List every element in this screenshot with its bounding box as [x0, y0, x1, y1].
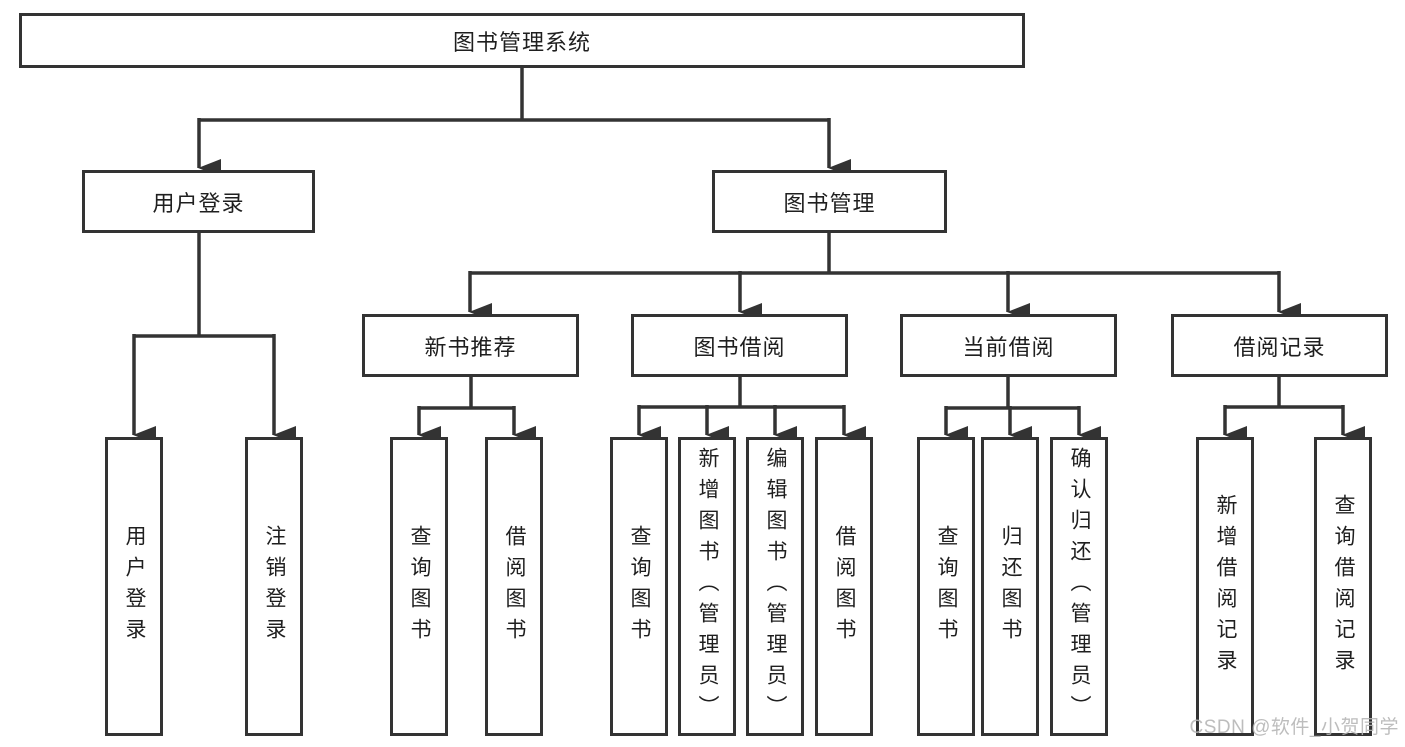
leaf-label: 用户登录	[123, 524, 146, 649]
node-book-management: 图书管理	[712, 170, 947, 233]
leaf-bb-edit-books-admin: 编辑图书（管理员）	[746, 437, 804, 736]
leaf-label: 借阅图书	[503, 524, 526, 649]
node-label: 用户登录	[152, 190, 245, 216]
leaf-label: 注销登录	[263, 524, 286, 649]
leaf-nbr-borrow-books: 借阅图书	[485, 437, 543, 736]
node-borrow-records: 借阅记录	[1171, 314, 1388, 377]
leaf-nbr-query-books: 查询图书	[390, 437, 448, 736]
node-new-book-recommend: 新书推荐	[362, 314, 579, 377]
node-root-system: 图书管理系统	[19, 13, 1025, 68]
leaf-br-add-borrow-record: 新增借阅记录	[1196, 437, 1254, 736]
leaf-bb-add-books-admin: 新增图书（管理员）	[678, 437, 736, 736]
leaf-bb-borrow-books: 借阅图书	[815, 437, 873, 736]
leaf-br-query-borrow-record: 查询借阅记录	[1314, 437, 1372, 736]
node-label: 新书推荐	[424, 334, 517, 360]
leaf-cb-return-books: 归还图书	[981, 437, 1039, 736]
watermark: CSDN @软件_小贺同学	[1189, 717, 1399, 738]
leaf-logout: 注销登录	[245, 437, 303, 736]
leaf-label: 归还图书	[999, 524, 1022, 649]
node-label: 当前借阅	[962, 334, 1055, 360]
leaf-label: 确认归还（管理员）	[1068, 447, 1091, 726]
node-label: 图书管理	[783, 190, 876, 216]
node-label: 借阅记录	[1233, 334, 1326, 360]
leaf-user-login: 用户登录	[105, 437, 163, 736]
leaf-label: 编辑图书（管理员）	[764, 447, 787, 726]
node-current-borrow: 当前借阅	[900, 314, 1117, 377]
node-book-borrow: 图书借阅	[631, 314, 848, 377]
leaf-label: 查询图书	[408, 524, 431, 649]
node-user-login: 用户登录	[82, 170, 315, 233]
leaf-label: 新增借阅记录	[1214, 493, 1237, 680]
node-label: 图书管理系统	[452, 29, 591, 55]
node-label: 图书借阅	[693, 334, 786, 360]
leaf-label: 查询图书	[628, 524, 651, 649]
leaf-cb-query-books: 查询图书	[917, 437, 975, 736]
leaf-bb-query-books: 查询图书	[610, 437, 668, 736]
leaf-label: 新增图书（管理员）	[696, 447, 719, 726]
leaf-cb-confirm-return-admin: 确认归还（管理员）	[1050, 437, 1108, 736]
leaf-label: 查询图书	[935, 524, 958, 649]
leaf-label: 借阅图书	[833, 524, 856, 649]
leaf-label: 查询借阅记录	[1332, 493, 1355, 680]
